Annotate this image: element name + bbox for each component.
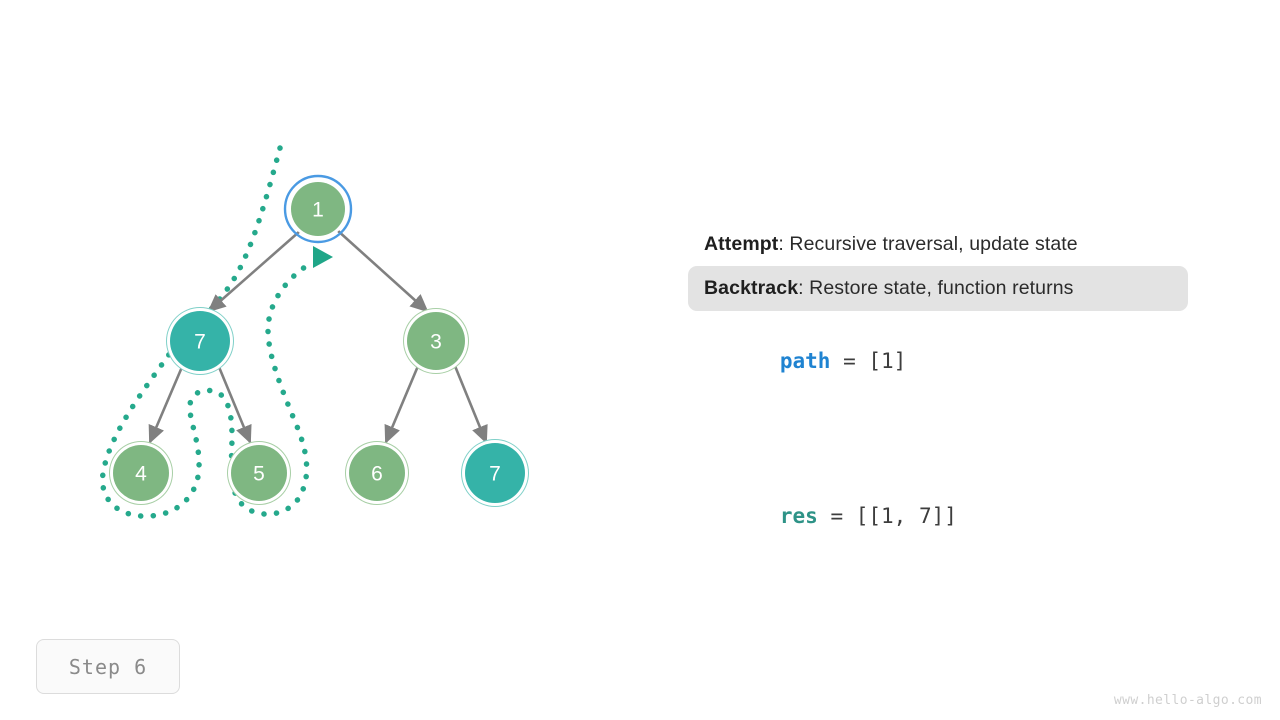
edge-1-3 [336, 229, 429, 313]
edge-7-5 [217, 366, 252, 444]
code-path-value: = [1] [830, 348, 907, 373]
code-line-res: res = [[1, 7]] [688, 480, 1188, 552]
code-var-res: res [779, 503, 818, 528]
node-4-label: 4 [135, 463, 147, 486]
tree-edges [148, 229, 488, 444]
tree-node-5[interactable]: 5 [227, 441, 291, 505]
binary-tree-diagram: 1 7 3 4 5 [99, 145, 529, 519]
tree-node-4[interactable]: 4 [109, 441, 173, 505]
legend-row-backtrack: Backtrack: Restore state, function retur… [688, 266, 1188, 311]
watermark: www.hello-algo.com [1113, 693, 1262, 708]
code-res-value: = [[1, 7]] [817, 503, 957, 528]
tree-node-3[interactable]: 3 [403, 308, 469, 374]
legend-backtrack-keyword: Backtrack [704, 277, 799, 300]
node-5-label: 5 [253, 463, 265, 486]
tree-node-6[interactable]: 6 [345, 441, 409, 505]
node-7-right-label: 7 [489, 463, 501, 486]
edge-3-6 [384, 365, 420, 444]
node-1-label: 1 [312, 199, 324, 222]
edge-3-7b [453, 365, 488, 444]
tree-node-7-left[interactable]: 7 [166, 307, 234, 375]
node-6-label: 6 [371, 463, 383, 486]
code-line-path: path = [1] [688, 325, 1188, 397]
node-7-left-label: 7 [194, 331, 206, 354]
trace-arrowhead [313, 246, 333, 268]
edge-7-4 [148, 366, 184, 444]
tree-node-1[interactable]: 1 [283, 174, 353, 244]
legend-attempt-text: : Recursive traversal, update state [778, 233, 1078, 255]
legend-row-attempt: Attempt: Recursive traversal, update sta… [688, 222, 1188, 266]
code-var-path: path [779, 348, 831, 373]
node-3-label: 3 [430, 331, 442, 354]
info-panel: Attempt: Recursive traversal, update sta… [688, 222, 1188, 552]
legend-backtrack-text: : Restore state, function returns [798, 277, 1074, 300]
step-badge-label: Step 6 [68, 654, 148, 679]
step-badge: Step 6 [36, 639, 180, 694]
legend-attempt-keyword: Attempt [704, 233, 779, 255]
tree-node-7-right[interactable]: 7 [461, 439, 529, 507]
edge-1-7 [207, 230, 301, 313]
